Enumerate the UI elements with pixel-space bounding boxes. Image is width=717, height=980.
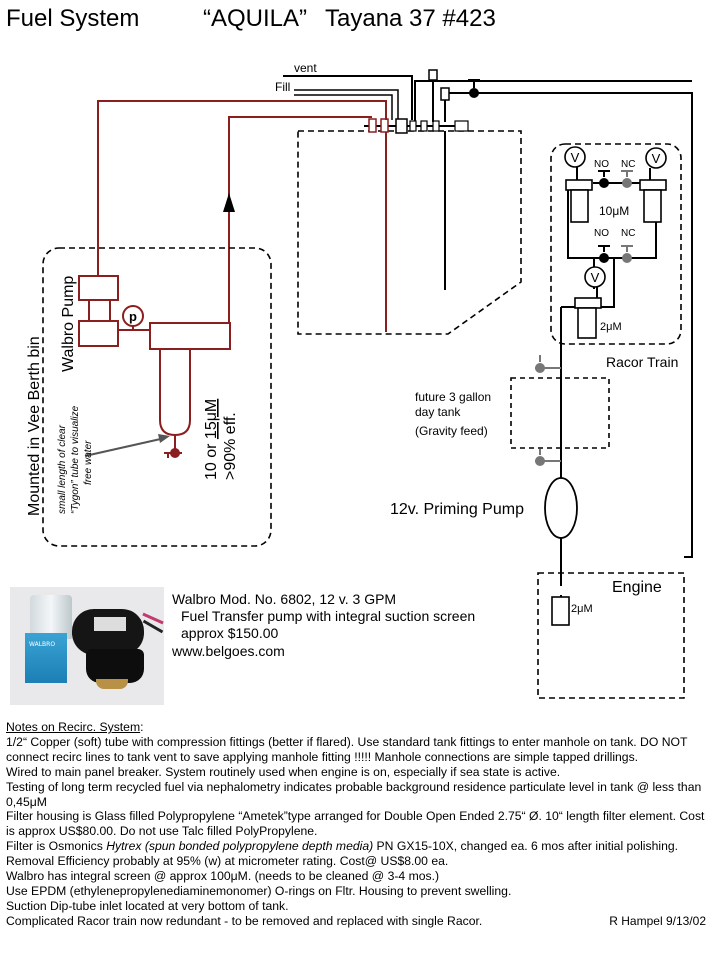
- notes-section: Notes on Recirc. System: 1/2“ Copper (so…: [6, 720, 714, 929]
- tygon-label-3: free water: [83, 440, 94, 485]
- flow-arrow-icon: [223, 193, 235, 212]
- svg-text:p: p: [129, 309, 137, 324]
- pump-info-line-2: Fuel Transfer pump with integral suction…: [181, 608, 476, 624]
- racor-train-label: Racor Train: [606, 354, 678, 370]
- fuel-tank-outline: [297, 130, 522, 335]
- title-boat-name: “AQUILA”: [203, 5, 307, 32]
- svg-text:V: V: [571, 150, 580, 165]
- vent-label: vent: [294, 61, 317, 75]
- diagram-title: Fuel System “AQUILA” Tayana 37 #423: [6, 5, 496, 32]
- engine-filter: [551, 596, 570, 626]
- no-label-bottom: NO: [594, 228, 609, 239]
- filter-efficiency-label: >90% eff.: [222, 412, 239, 480]
- note-line: Use EPDM (ethylenepropylenediaminemonome…: [6, 883, 512, 898]
- engine-label: Engine: [612, 579, 662, 596]
- drain-valve-icon: [164, 448, 182, 458]
- nc-label-top: NC: [621, 159, 635, 170]
- valve-v-icon: V V V: [564, 146, 667, 288]
- racor-2-micron-label: 2μM: [600, 321, 622, 333]
- day-tank-outline: [510, 377, 610, 449]
- note-line-osmonics: Filter is Osmonics Hytrex (spun bonded p…: [6, 839, 679, 869]
- filter-cup-image: [30, 595, 72, 639]
- dip-tubes: [385, 131, 446, 332]
- walbro-pump-photo: WALBRO: [10, 587, 164, 705]
- racor-train-outline: [550, 143, 682, 345]
- vee-berth-bin-outline: [42, 247, 272, 547]
- title-left: Fuel System: [6, 5, 139, 32]
- note-line: Testing of long term recycled fuel via n…: [6, 779, 702, 809]
- engine-return-line: [414, 78, 693, 558]
- pump-info-line-1: Walbro Mod. No. 6802, 12 v. 3 GPM: [172, 591, 397, 607]
- return-fitting: [440, 87, 450, 101]
- notes-heading: Notes on Recirc. System:: [6, 720, 144, 734]
- svg-text:V: V: [652, 151, 661, 166]
- title-boat-model: Tayana 37 #423: [325, 5, 496, 32]
- no-label-top: NO: [594, 159, 609, 170]
- day-tank-label-1: future 3 gallon: [415, 390, 491, 404]
- vent-fitting: [428, 69, 438, 81]
- note-line: Wired to main panel breaker. System rout…: [6, 764, 561, 779]
- no-nc-valves: [598, 170, 633, 263]
- tygon-label-1: small length of clear: [57, 424, 68, 514]
- engine-filter-label: 2μM: [571, 603, 593, 615]
- pump-base-image: [86, 649, 144, 683]
- walbro-pump: [78, 275, 150, 347]
- tygon-label-2: “Tygon” tube to visualize: [70, 405, 81, 514]
- day-tank-label-3: (Gravity feed): [415, 424, 488, 438]
- priming-pump: [544, 477, 578, 539]
- pressure-gauge-icon: p: [122, 305, 144, 327]
- racor-10-micron-label: 10μM: [599, 204, 629, 218]
- fuel-system-diagram: Fuel System “AQUILA” Tayana 37 #423 vent…: [6, 5, 693, 699]
- recirc-lines: [97, 100, 387, 331]
- svg-text:V: V: [591, 270, 600, 285]
- brass-fitting-image: [96, 679, 128, 689]
- tank-fittings: [364, 118, 469, 134]
- priming-pump-label: 12v. Priming Pump: [390, 501, 524, 518]
- tygon-pointer-arrow: [84, 434, 170, 457]
- vent-fill-lines: [283, 75, 413, 120]
- pump-info-link[interactable]: www.belgoes.com: [172, 643, 285, 659]
- return-valve-icon: [468, 79, 480, 98]
- engine-outline: [537, 572, 685, 699]
- pump-body-image: [72, 609, 144, 655]
- racor-filters: [565, 179, 667, 339]
- note-line: Suction Dip-tube inlet located at very b…: [6, 898, 289, 913]
- filter-box-image: WALBRO: [25, 633, 67, 683]
- note-line: 1/2“ Copper (soft) tube with compression…: [6, 734, 688, 764]
- day-tank-label-2: day tank: [415, 405, 461, 419]
- note-line-last: Complicated Racor train now redundant - …: [6, 913, 706, 928]
- nc-label-bottom: NC: [621, 228, 635, 239]
- day-tank-valves: [535, 355, 561, 466]
- walbro-pump-label: Walbro Pump: [60, 276, 77, 372]
- fill-label: Fill: [275, 80, 290, 94]
- filter-rating-label: 10 or 15μM: [203, 399, 220, 480]
- note-line: Filter housing is Glass filled Polypropy…: [6, 809, 705, 839]
- signature: R Hampel 9/13/02: [609, 913, 706, 928]
- pump-info-line-3: approx $150.00: [181, 625, 279, 641]
- note-line: Walbro has integral screen @ approx 100μ…: [6, 869, 440, 884]
- mounted-label: Mounted in Vee Berth bin: [26, 336, 43, 516]
